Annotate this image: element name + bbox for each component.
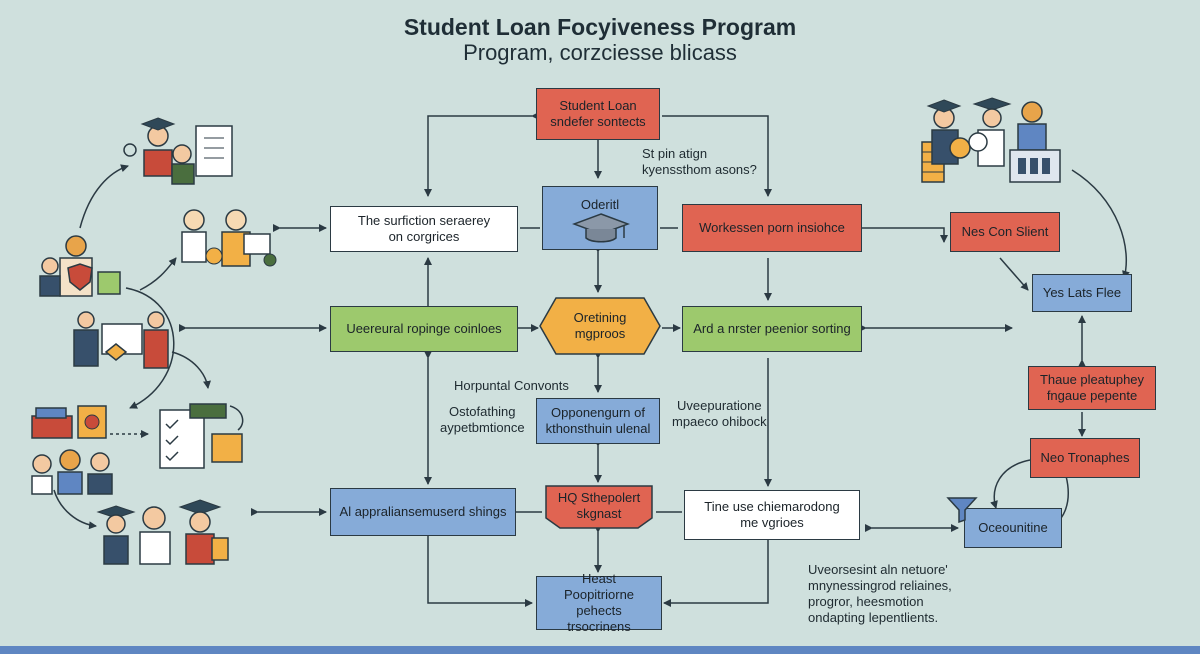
graduates-group-icon (96, 499, 229, 565)
student-loan-text: Student Loan sndefer sontects (550, 98, 646, 129)
oretining-node: Oretining mgproos (554, 300, 646, 352)
ard-nrster-node: Ard a nrster peenior sorting (682, 306, 862, 352)
st-pin-label: St pin atign kyenssthom asons? (642, 146, 757, 177)
ueereural-text: Ueereural ropinge coinloes (346, 321, 502, 336)
neo-tronaphes-node: Neo Tronaphes (1030, 438, 1140, 478)
ard-nrster-text: Ard a nrster peenior sorting (693, 321, 851, 336)
workessen-text: Workessen porn insiohce (699, 220, 845, 235)
presentation-board-icon (73, 311, 169, 369)
ostofathing-label: Ostofathing aypetbmtionce (440, 404, 525, 435)
opponengurn-node: Opponengurn of kthonsthuin ulenal (536, 398, 660, 444)
graduates-with-coins-and-office-icon (921, 97, 1061, 183)
oceounitine-node: Oceounitine (964, 508, 1062, 548)
horpuntal-label: Horpuntal Convonts (454, 378, 569, 393)
thaue-node: Thaue pleatuphey fngaue pepente (1028, 366, 1156, 410)
hq-sthepolert-text: HQ Sthepolert skgnast (557, 490, 641, 521)
yes-lats-node: Yes Lats Flee (1032, 274, 1132, 312)
tine-use-node: Tine use chiemarodong me vgrioes (684, 490, 860, 540)
oretining-text: Oretining mgproos (573, 310, 627, 341)
neo-tronaphes-text: Neo Tronaphes (1040, 450, 1130, 465)
ueereural-node: Ueereural ropinge coinloes (330, 306, 518, 352)
diagram-subtitle: Program, corzciesse blicass (463, 40, 737, 65)
yes-lats-text: Yes Lats Flee (1042, 285, 1122, 300)
opponengurn-text: Opponengurn of kthonsthuin ulenal (545, 405, 651, 436)
graduate-with-checklist-icon (123, 117, 233, 185)
group-of-people-icon (31, 449, 113, 495)
student-loan-node: Student Loan sndefer sontects (536, 88, 660, 140)
hq-sthepolert-node: HQ Sthepolert skgnast (548, 486, 650, 526)
worker-with-shield-icon (39, 235, 121, 297)
tine-use-text: Tine use chiemarodong me vgrioes (704, 499, 840, 530)
graduation-cap-icon (572, 213, 630, 243)
funnel-icon (946, 497, 978, 524)
workessen-node: Workessen porn insiohce (682, 204, 862, 252)
clipboard-checklist-icon (159, 403, 244, 469)
surfiction-node: The surfiction seraerey on corgrices (330, 206, 518, 252)
heast-text: Heast Poopitriorne pehects trsocrinens (563, 571, 635, 634)
diagram-title: Student Loan Focyiveness Program (403, 14, 797, 40)
oretining-hexagon (539, 297, 661, 355)
surfiction-text: The surfiction seraerey on corgrices (357, 213, 491, 244)
ai-appraisal-node: Al appraliansemuserd shings (330, 488, 516, 536)
bottom-accent-bar (0, 646, 1200, 654)
ai-appraisal-text: Al appraliansemuserd shings (339, 504, 507, 519)
heast-node: Heast Poopitriorne pehects trsocrinens (536, 571, 662, 634)
documents-and-cards-icon (31, 405, 107, 439)
oceounitine-text: Oceounitine (978, 520, 1048, 535)
thaue-text: Thaue pleatuphey fngaue pepente (1039, 372, 1145, 403)
uveorsesint-label: Uveorsesint aln netuore' mnynessingrod r… (808, 562, 952, 625)
hq-hexagon (545, 485, 653, 529)
oderitl-text: Oderitl (580, 197, 620, 212)
nes-con-text: Nes Con Slient (961, 224, 1049, 239)
nes-con-node: Nes Con Slient (950, 212, 1060, 252)
people-with-money-icon (181, 209, 277, 267)
uveepuration-label: Uveepuratione mpaeco ohibock (672, 398, 767, 429)
